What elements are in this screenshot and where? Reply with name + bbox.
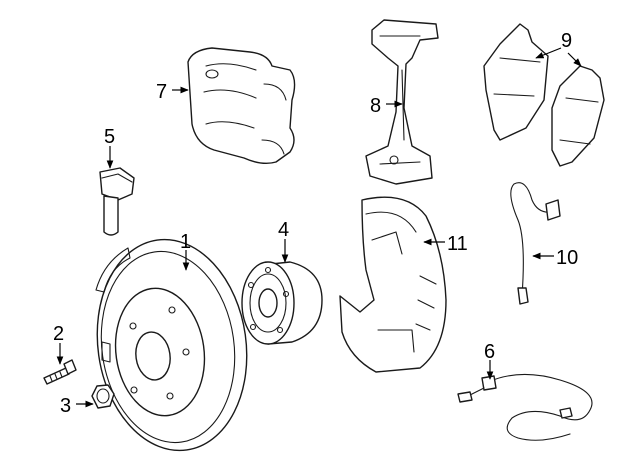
callout-7-label: 7 xyxy=(156,81,167,103)
part-1-brake-rotor xyxy=(95,238,248,452)
part-2-bolt xyxy=(43,359,77,385)
part-7-caliper xyxy=(187,47,296,165)
part-6-wear-sensor xyxy=(457,373,593,441)
callout-9-leader-a xyxy=(535,47,562,59)
callout-6-label: 6 xyxy=(484,341,495,363)
part-11-splash-shield xyxy=(339,196,447,373)
part-5-sensor xyxy=(99,167,135,236)
callout-1-label: 1 xyxy=(180,231,191,253)
part-9-brake-pads xyxy=(483,23,605,167)
callout-3-label: 3 xyxy=(60,395,71,417)
callout-9-label: 9 xyxy=(561,30,572,52)
callout-2-label: 2 xyxy=(53,323,64,345)
callout-4-label: 4 xyxy=(278,219,289,241)
callout-8-label: 8 xyxy=(370,95,381,117)
part-10-brake-hose xyxy=(510,182,561,305)
callout-5-label: 5 xyxy=(104,126,115,148)
callout-11-label: 11 xyxy=(447,233,468,255)
part-4-wheel-hub xyxy=(241,261,323,345)
callout-9-leader-b xyxy=(567,52,582,67)
part-3-nut xyxy=(91,384,115,409)
callout-10-label: 10 xyxy=(556,247,578,269)
